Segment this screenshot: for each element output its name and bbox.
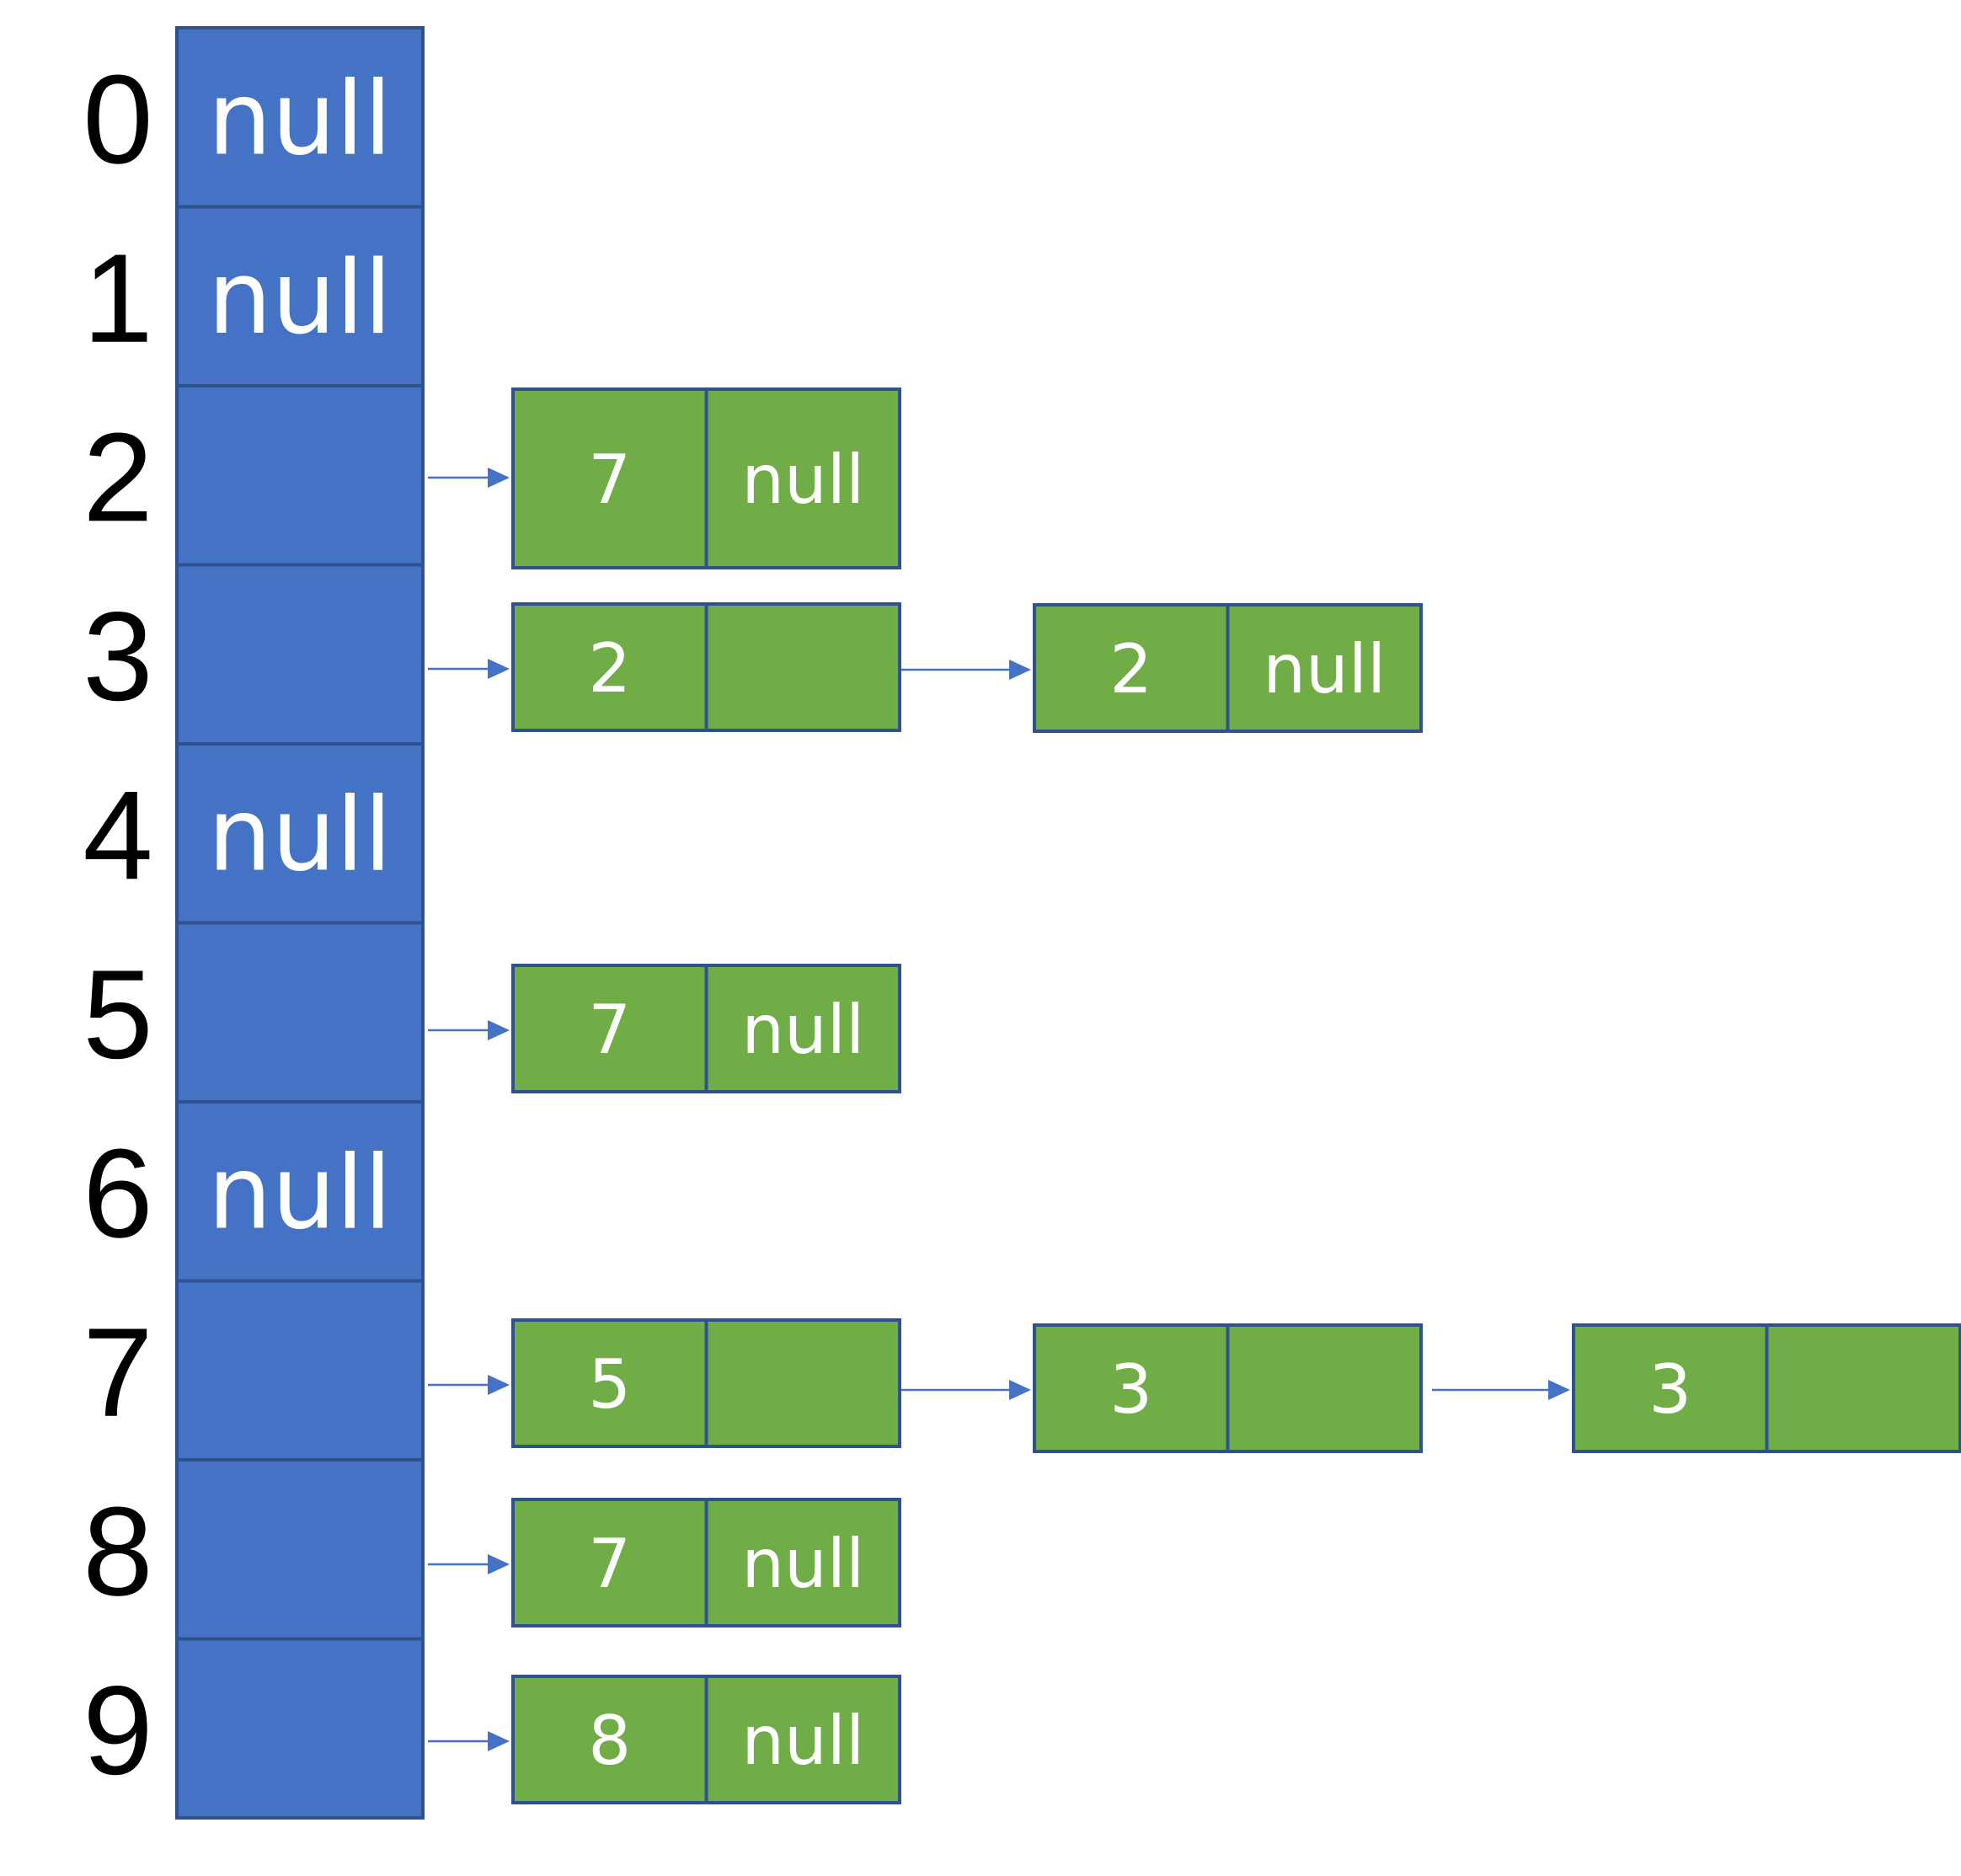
node-key-cell [1033, 603, 1230, 733]
pointer-arrow [901, 660, 1031, 680]
node-next: null [741, 441, 864, 519]
node-next-cell [704, 1498, 901, 1627]
bucket-index-label: 5 [83, 943, 152, 1085]
node-key: 7 [588, 1525, 631, 1603]
node-next: null [741, 1525, 864, 1603]
chain-9: 8 null [428, 1675, 901, 1804]
bucket-5: 5 [83, 921, 425, 1104]
chain-5: 7 null [428, 964, 901, 1093]
pointer-arrow [428, 659, 510, 679]
bucket-value: null [208, 61, 393, 178]
bucket-value: null [208, 777, 393, 894]
chain-7: 5 3 3 [428, 1318, 1961, 1453]
list-node: 7 null [511, 964, 901, 1093]
pointer-arrow [901, 1380, 1031, 1400]
node-next: null [1263, 630, 1386, 708]
bucket-index-label: 8 [83, 1480, 152, 1622]
node-next-cell [704, 602, 901, 732]
pointer-arrow [428, 1020, 510, 1040]
node-key: 7 [588, 991, 631, 1069]
node-key: 7 [588, 441, 631, 519]
bucket-0: 0 null [83, 26, 425, 209]
bucket-9: 9 [83, 1637, 425, 1820]
node-next-cell [704, 964, 901, 1093]
node-key: 3 [1109, 1350, 1152, 1429]
node-next: null [741, 991, 864, 1069]
node-key-cell [1572, 1323, 1769, 1453]
bucket-6: 6 null [83, 1100, 425, 1283]
list-node: 3 [1572, 1323, 1961, 1453]
bucket-index-label: 6 [83, 1122, 152, 1264]
node-next-cell [704, 387, 901, 569]
list-node: 2 null [1033, 603, 1423, 733]
pointer-arrow [428, 1375, 510, 1395]
bucket-cell [175, 1100, 425, 1283]
chains: 7 null 2 2 null 7 null 5 3 3 7 null 8 null [428, 387, 1961, 1804]
bucket-cell [175, 921, 425, 1104]
bucket-index-label: 2 [83, 406, 152, 548]
list-node: 3 [1033, 1323, 1423, 1453]
bucket-4: 4 null [83, 742, 425, 925]
list-node: 2 [511, 602, 901, 732]
bucket-array: 0 null 1 null 2 3 4 null 5 6 null 7 8 9 [83, 26, 425, 1820]
list-node: 7 null [511, 387, 901, 569]
node-next-cell [1226, 1323, 1423, 1453]
node-next-cell [1226, 603, 1423, 733]
node-key: 8 [588, 1702, 631, 1780]
bucket-index-label: 0 [83, 48, 152, 190]
bucket-index-label: 3 [83, 585, 152, 727]
bucket-cell [175, 1458, 425, 1641]
node-next-cell [704, 1318, 901, 1448]
pointer-arrow [1432, 1380, 1570, 1400]
node-key: 2 [1109, 630, 1152, 708]
bucket-index-label: 9 [83, 1660, 152, 1801]
node-next-cell [1765, 1323, 1961, 1453]
bucket-value: null [208, 240, 393, 357]
node-next-cell [704, 1675, 901, 1804]
bucket-cell [175, 563, 425, 746]
pointer-arrow [428, 468, 510, 488]
bucket-7: 7 [83, 1279, 425, 1462]
node-key-cell [511, 964, 708, 1093]
bucket-index-label: 1 [83, 227, 152, 369]
pointer-arrow [428, 1731, 510, 1751]
node-key: 2 [588, 629, 631, 708]
node-key: 5 [588, 1345, 631, 1424]
bucket-cell [175, 384, 425, 567]
chain-8: 7 null [428, 1498, 901, 1627]
node-key-cell [511, 1498, 708, 1627]
bucket-cell [175, 742, 425, 925]
bucket-cell [175, 1637, 425, 1820]
bucket-index-label: 4 [83, 764, 152, 906]
list-node: 5 [511, 1318, 901, 1448]
bucket-cell [175, 1279, 425, 1462]
node-key-cell [511, 1675, 708, 1804]
pointer-arrow [428, 1554, 510, 1574]
list-node: 7 null [511, 1498, 901, 1627]
bucket-8: 8 [83, 1458, 425, 1641]
bucket-cell [175, 205, 425, 387]
node-key: 3 [1648, 1350, 1691, 1429]
bucket-3: 3 [83, 563, 425, 746]
chain-3: 2 2 null [428, 602, 1423, 733]
node-key-cell [1033, 1323, 1230, 1453]
list-node: 8 null [511, 1675, 901, 1804]
node-next: null [741, 1702, 864, 1780]
bucket-1: 1 null [83, 205, 425, 387]
bucket-2: 2 [83, 384, 425, 567]
bucket-index-label: 7 [83, 1301, 152, 1443]
node-key-cell [511, 602, 708, 732]
chain-2: 7 null [428, 387, 901, 569]
bucket-value: null [208, 1135, 393, 1252]
bucket-cell [175, 26, 425, 209]
